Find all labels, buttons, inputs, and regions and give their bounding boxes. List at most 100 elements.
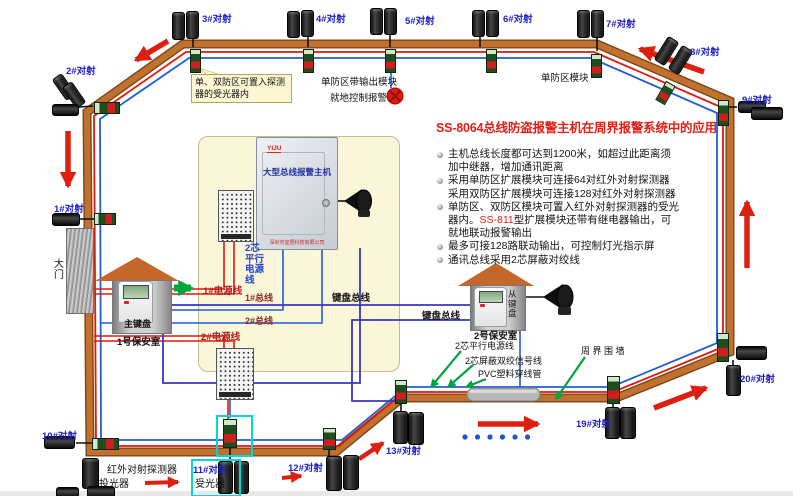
bullet-text: 加中继器，增加通讯距离 [448, 161, 564, 174]
gate-wall [66, 228, 94, 314]
keyboard-bus-label-1: 键盘总线 [332, 293, 371, 304]
bullet-icon [437, 151, 443, 158]
page-title: SS-8064总线防盗报警主机在周界报警系统中的应用 [436, 121, 717, 135]
zone-module [486, 49, 497, 73]
single-zone-output-label: 单防区带输出模块 [321, 77, 398, 88]
slave-keypad-label: 从键盘 [508, 289, 517, 319]
detector [486, 10, 499, 37]
keyboard-bus-wires [162, 248, 473, 402]
detector-label-9: 9#对射 [742, 95, 772, 106]
detector [605, 407, 620, 439]
pointer-arrows [174, 279, 586, 401]
detector [726, 365, 741, 396]
detector [343, 455, 359, 490]
continuation-dots [462, 434, 531, 440]
detector [44, 436, 75, 449]
detector-label-12: 12#对射 [288, 463, 323, 474]
detector [52, 104, 79, 116]
gate-label: 大门 [54, 259, 64, 282]
detector-label-20: 20#对射 [740, 374, 775, 385]
power1-label: 1#电源线 [203, 286, 243, 297]
zone-module [323, 428, 336, 450]
ir-detector-label: 红外对射探测器 [107, 465, 177, 476]
detector [326, 456, 342, 491]
slave-keypad [474, 287, 507, 327]
zone-module [591, 54, 602, 78]
callout-box: 单、双防区可置入探测器的受光器内 [191, 74, 292, 104]
bullet-icon [437, 177, 443, 184]
detector-label-7: 7#对射 [606, 19, 636, 30]
zone-module [190, 49, 201, 73]
detector-label-2: 2#对射 [66, 66, 96, 77]
highlight-box [216, 415, 253, 457]
zone-module [94, 102, 120, 114]
siren-horn-icon [543, 284, 574, 315]
detector [56, 487, 79, 496]
alarm-bell-icon [386, 87, 404, 105]
guard-room-1-label: 1号保安室 [117, 337, 161, 348]
keypad-screen [123, 285, 149, 299]
detector-label-6: 6#对射 [503, 14, 533, 25]
detector [186, 11, 199, 39]
detector [301, 10, 314, 37]
shielded-wire-label: 2芯屏蔽双绞信号线 [465, 356, 543, 366]
host-title: 大型总线报警主机 [262, 167, 331, 177]
bottom-strip [0, 491, 793, 496]
detector-label-19: 19#对射 [576, 419, 611, 430]
detector-label-11: 11#对射 [193, 465, 228, 476]
brand-logo: YIJU [267, 145, 282, 153]
bullet-text: 主机总线长度都可达到1200米，如超过此距离须 [448, 148, 671, 160]
detector-transmitter [82, 458, 99, 489]
zone-module [395, 380, 407, 404]
bus1-label: 1#总线 [245, 293, 274, 303]
detector-label-3: 3#对射 [202, 14, 232, 25]
detector [370, 8, 383, 35]
master-keypad [118, 281, 153, 323]
detector [408, 412, 424, 445]
detector [287, 11, 300, 38]
detector-label-8: 8#对射 [690, 47, 720, 58]
power2-label: 2#电源线 [201, 332, 241, 343]
detector [577, 10, 590, 38]
detector-label-13: 13#对射 [386, 446, 421, 457]
guard-room-2-label: 2号保安室 [474, 331, 518, 342]
power-supply-1 [218, 190, 254, 242]
detector [472, 10, 485, 37]
detector [393, 411, 408, 444]
pvc-conduit-label: PVC塑料穿线管 [478, 369, 542, 379]
bullet-text: 最多可接128路联动输出，可控制灯光指示屏 [448, 240, 655, 253]
zone-module [717, 333, 729, 362]
zone-module [718, 100, 729, 126]
keyhole [322, 199, 330, 207]
detector [591, 10, 604, 38]
master-keypad-label: 主键盘 [124, 319, 152, 329]
bullet-text: 器内。SS-811型扩展模块还带有继电器输出，可 [448, 214, 672, 227]
bullet-icon [437, 204, 443, 211]
detector-label-5: 5#对射 [405, 16, 435, 27]
local-alarm-label: 就地控制报警 [330, 93, 388, 104]
detector-label-1: 1#对射 [54, 204, 84, 215]
bullet-text: 单防区、双防区模块可置入红外对射探测器的受光 [448, 200, 679, 213]
bullet-icon [437, 243, 443, 250]
company-name: 深圳市宜居科技有限公司 [269, 240, 325, 246]
power-supply-2 [216, 348, 254, 400]
alarm-host-cabinet: YIJU 大型总线报警主机 深圳市宜居科技有限公司 [256, 137, 338, 250]
detector-label-4: 4#对射 [316, 14, 346, 25]
bullet-text: 就地联动报警输出 [448, 227, 532, 240]
bullet-text: 采用单防区扩展模块可连接64对红外对射探测器 [448, 174, 670, 187]
zone-module [223, 419, 237, 448]
zone-module [303, 49, 314, 73]
detector [384, 8, 397, 35]
cabinet-door [262, 152, 325, 235]
pvc-conduit [466, 387, 541, 402]
detector [87, 486, 115, 496]
keypad-logo [124, 301, 129, 304]
keypad-screen [479, 291, 503, 303]
detector [172, 12, 185, 40]
detector [620, 407, 636, 439]
transmitter-label: 投光器 [99, 479, 129, 490]
detector-label-10: 10#对射 [42, 431, 77, 442]
core2-power-wire-label: 2芯平行电源线 [245, 243, 265, 286]
zone-module [92, 438, 119, 450]
